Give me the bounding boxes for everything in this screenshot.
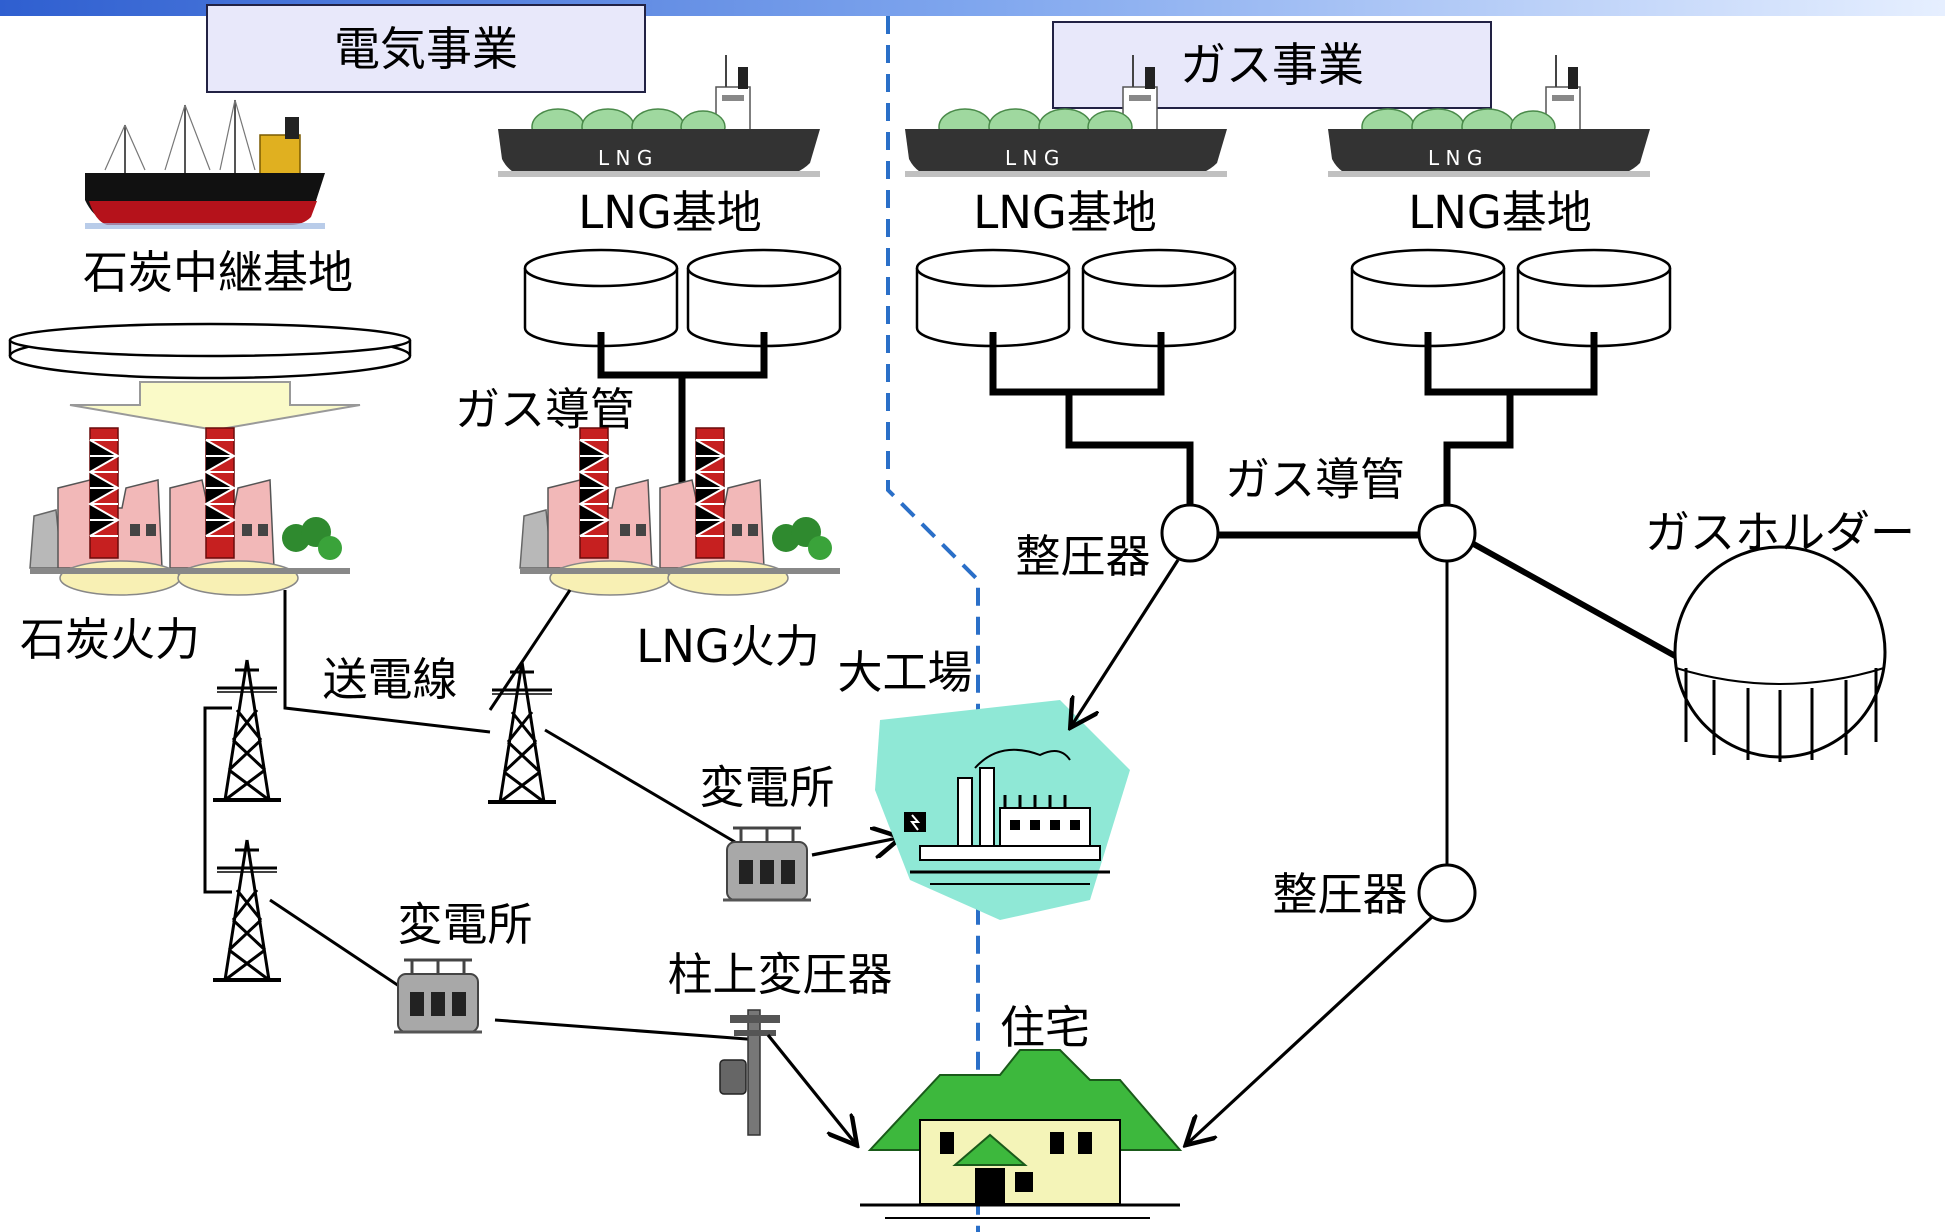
- gas-pipes-right: [989, 332, 1598, 539]
- lng-tank-icon: [523, 248, 679, 348]
- transmission-lines: [203, 589, 761, 1042]
- regulator-node-2: [1417, 503, 1477, 563]
- ship-label-2: L N G: [1005, 146, 1059, 170]
- substation-label-2: 変電所: [397, 898, 532, 951]
- substation-label-1: 変電所: [699, 761, 834, 814]
- pole-transformer-label: 柱上変圧器: [667, 948, 892, 1001]
- arrow-regulator-factory: [1072, 559, 1180, 725]
- header-gas: ガス事業: [1052, 21, 1492, 109]
- large-factory-label: 大工場: [837, 646, 972, 699]
- coal-ship-icon: [85, 99, 325, 229]
- transmission-tower-icon: [211, 658, 283, 802]
- house-icon: [860, 1049, 1183, 1219]
- ship-label-1: L N G: [598, 146, 652, 170]
- divider-line: [886, 16, 980, 1232]
- substation-icon: [392, 958, 484, 1034]
- header-electric-label: 電気事業: [334, 22, 518, 76]
- regulator-node-1: [1160, 503, 1220, 563]
- factory-icon: [875, 700, 1130, 920]
- lng-thermal-label: LNG火力: [636, 620, 820, 673]
- residence-label: 住宅: [1000, 1001, 1090, 1054]
- lng-tanker-icon: L N G: [497, 54, 821, 178]
- header-gas-label: ガス事業: [1180, 38, 1364, 92]
- regulator-node-3: [1417, 863, 1477, 923]
- lng-tanker-icon: L N G: [904, 54, 1228, 178]
- gas-holder-label: ガスホルダー: [1645, 506, 1915, 559]
- utility-pole-icon: [719, 1009, 780, 1136]
- coal-thermal-label: 石炭火力: [20, 613, 200, 666]
- arrow-pole-house: [766, 1033, 855, 1143]
- regulator-label-2: 整圧器: [1272, 868, 1407, 921]
- lng-base-label-2: LNG基地: [973, 186, 1157, 239]
- lng-base-label-1: LNG基地: [578, 186, 762, 239]
- gas-pipeline-label-right: ガス導管: [1225, 453, 1405, 506]
- lng-tank-icon: [1081, 248, 1237, 348]
- coal-relay-base-label: 石炭中継基地: [83, 246, 353, 299]
- regulator-label-1: 整圧器: [1015, 530, 1150, 583]
- lng-tanker-icon: L N G: [1327, 54, 1651, 178]
- ship-label-3: L N G: [1428, 146, 1482, 170]
- gas-pipe-holder: [1468, 539, 1688, 665]
- transmission-line-label: 送電線: [322, 653, 457, 706]
- coal-power-plant-icon: [29, 427, 351, 596]
- gas-pipeline-label-left: ガス導管: [455, 383, 635, 436]
- coal-storage-icon: [8, 322, 412, 380]
- gas-holder-icon: [1673, 545, 1887, 762]
- lng-base-label-3: LNG基地: [1408, 186, 1592, 239]
- substation-icon: [721, 826, 813, 902]
- transmission-tower-icon: [211, 838, 283, 982]
- down-arrow-icon: [69, 381, 361, 432]
- arrow-regulator-house: [1188, 915, 1434, 1143]
- lng-tank-icon: [686, 248, 842, 348]
- header-electric: 電気事業: [206, 4, 646, 93]
- lng-tank-icon: [1516, 248, 1672, 348]
- arrow-substation-factory: [811, 838, 898, 855]
- lng-tank-icon: [915, 248, 1071, 348]
- lng-tank-icon: [1350, 248, 1506, 348]
